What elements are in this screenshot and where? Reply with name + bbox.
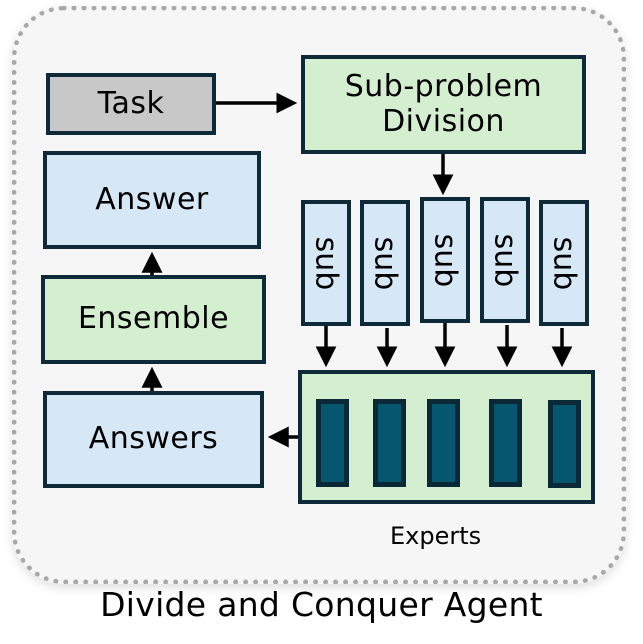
diagram-title: Divide and Conquer Agent (100, 585, 543, 624)
task-node: Task (46, 73, 216, 135)
expert-unit (489, 399, 522, 487)
sub-problem-label: sub (308, 236, 344, 290)
sub-problem-node: sub (420, 197, 470, 323)
experts-caption: Experts (390, 522, 482, 550)
subproblem-division-label: Sub-problem Division (344, 69, 543, 139)
sub-problem-label: sub (367, 236, 403, 290)
answer-label: Answer (95, 181, 209, 217)
sub-problem-node: sub (480, 197, 530, 323)
ensemble-label: Ensemble (77, 301, 230, 337)
answer-node: Answer (43, 151, 261, 249)
subproblem-division-node: Sub-problem Division (301, 55, 586, 154)
sub-problem-node: sub (301, 200, 351, 326)
expert-unit (316, 399, 349, 487)
sub-problem-label: sub (546, 236, 582, 290)
task-label: Task (97, 85, 165, 121)
sub-problem-label: sub (427, 233, 463, 287)
expert-unit (373, 399, 406, 487)
answers-node: Answers (43, 391, 264, 488)
ensemble-node: Ensemble (41, 275, 266, 364)
answers-label: Answers (88, 421, 219, 457)
sub-problem-label: sub (487, 233, 523, 287)
expert-unit (427, 399, 460, 487)
sub-problem-node: sub (539, 200, 589, 326)
sub-problem-node: sub (360, 200, 410, 326)
expert-unit (548, 400, 581, 488)
